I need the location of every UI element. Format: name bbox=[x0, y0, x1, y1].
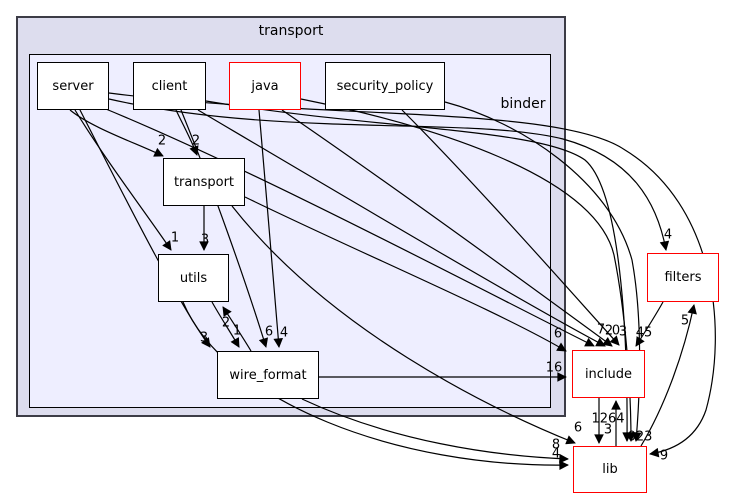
edge-count-label: 2 bbox=[604, 323, 614, 339]
cluster-transport-label[interactable]: transport bbox=[258, 23, 324, 39]
node-server[interactable]: server bbox=[37, 62, 109, 110]
edge-count-label: 7 bbox=[596, 322, 606, 338]
edge-count-label: 6 bbox=[573, 420, 583, 436]
edge-count-label: 8 bbox=[551, 437, 561, 453]
edge-count-label: 3 bbox=[618, 324, 628, 340]
node-transport[interactable]: transport bbox=[163, 158, 245, 206]
node-utils[interactable]: utils bbox=[158, 254, 229, 302]
node-lib[interactable]: lib bbox=[573, 446, 647, 493]
node-include[interactable]: include bbox=[572, 350, 645, 398]
node-client[interactable]: client bbox=[133, 62, 206, 110]
edge-count-label: 023 bbox=[627, 429, 653, 445]
edge-count-label: 4 bbox=[551, 446, 561, 462]
node-wire-format[interactable]: wire_format bbox=[217, 351, 319, 399]
edge-filters-include bbox=[635, 301, 664, 347]
node-filters[interactable]: filters bbox=[647, 253, 719, 302]
edge-count-label: 0 bbox=[611, 323, 621, 339]
edge-count-label: 45 bbox=[635, 325, 653, 341]
edge-count-label: 3 bbox=[603, 422, 613, 438]
edge-count-label: 1264 bbox=[591, 411, 625, 427]
node-security-policy[interactable]: security_policy bbox=[325, 62, 445, 110]
node-java[interactable]: java bbox=[229, 62, 301, 110]
edge-lib-filters bbox=[640, 304, 697, 447]
edge-count-label: 4 bbox=[663, 227, 673, 243]
edge-count-label: 5 bbox=[680, 313, 690, 329]
cluster-binder-label[interactable]: binder bbox=[500, 96, 546, 112]
edge-count-label: 9 bbox=[659, 448, 669, 464]
